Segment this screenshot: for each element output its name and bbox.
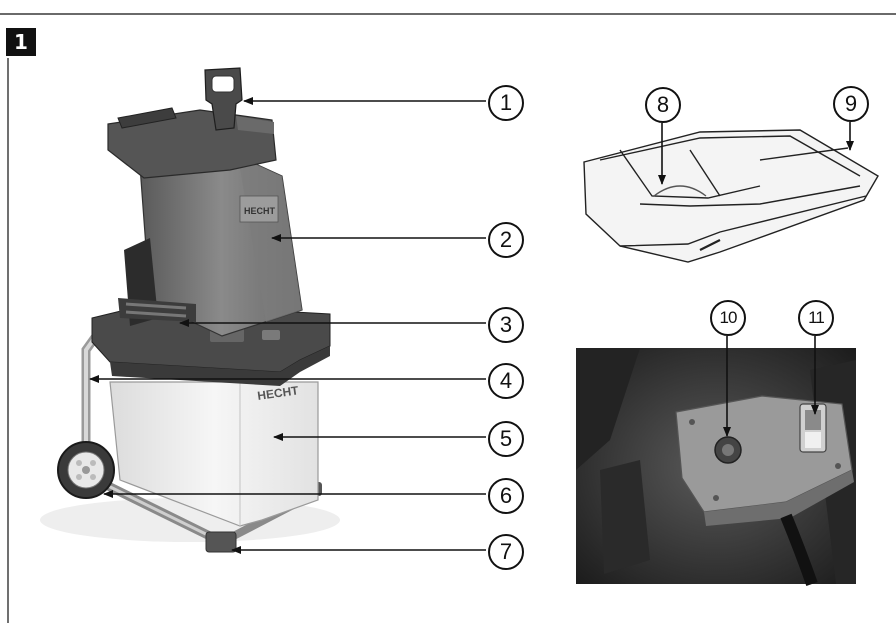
callout-2: 2: [488, 222, 524, 258]
callout-11: 11: [798, 300, 834, 336]
callout-9: 9: [833, 86, 869, 122]
figure-number-badge: 1: [6, 28, 36, 56]
callout-10: 10: [710, 300, 746, 336]
shredder-illustration: HECHT HECHT: [40, 67, 340, 553]
callout-8: 8: [645, 87, 681, 123]
leader-lines: [89, 97, 854, 554]
callout-3: 3: [488, 307, 524, 343]
callout-5: 5: [488, 421, 524, 457]
callout-4: 4: [488, 363, 524, 399]
callout-1: 1: [488, 85, 524, 121]
hopper-cover-illustration: [583, 129, 879, 263]
hopper-logo: HECHT: [244, 206, 276, 216]
callout-7: 7: [488, 534, 524, 570]
switch-photo: [576, 348, 856, 586]
callout-6: 6: [488, 478, 524, 514]
bin-logo: HECHT: [256, 383, 300, 403]
